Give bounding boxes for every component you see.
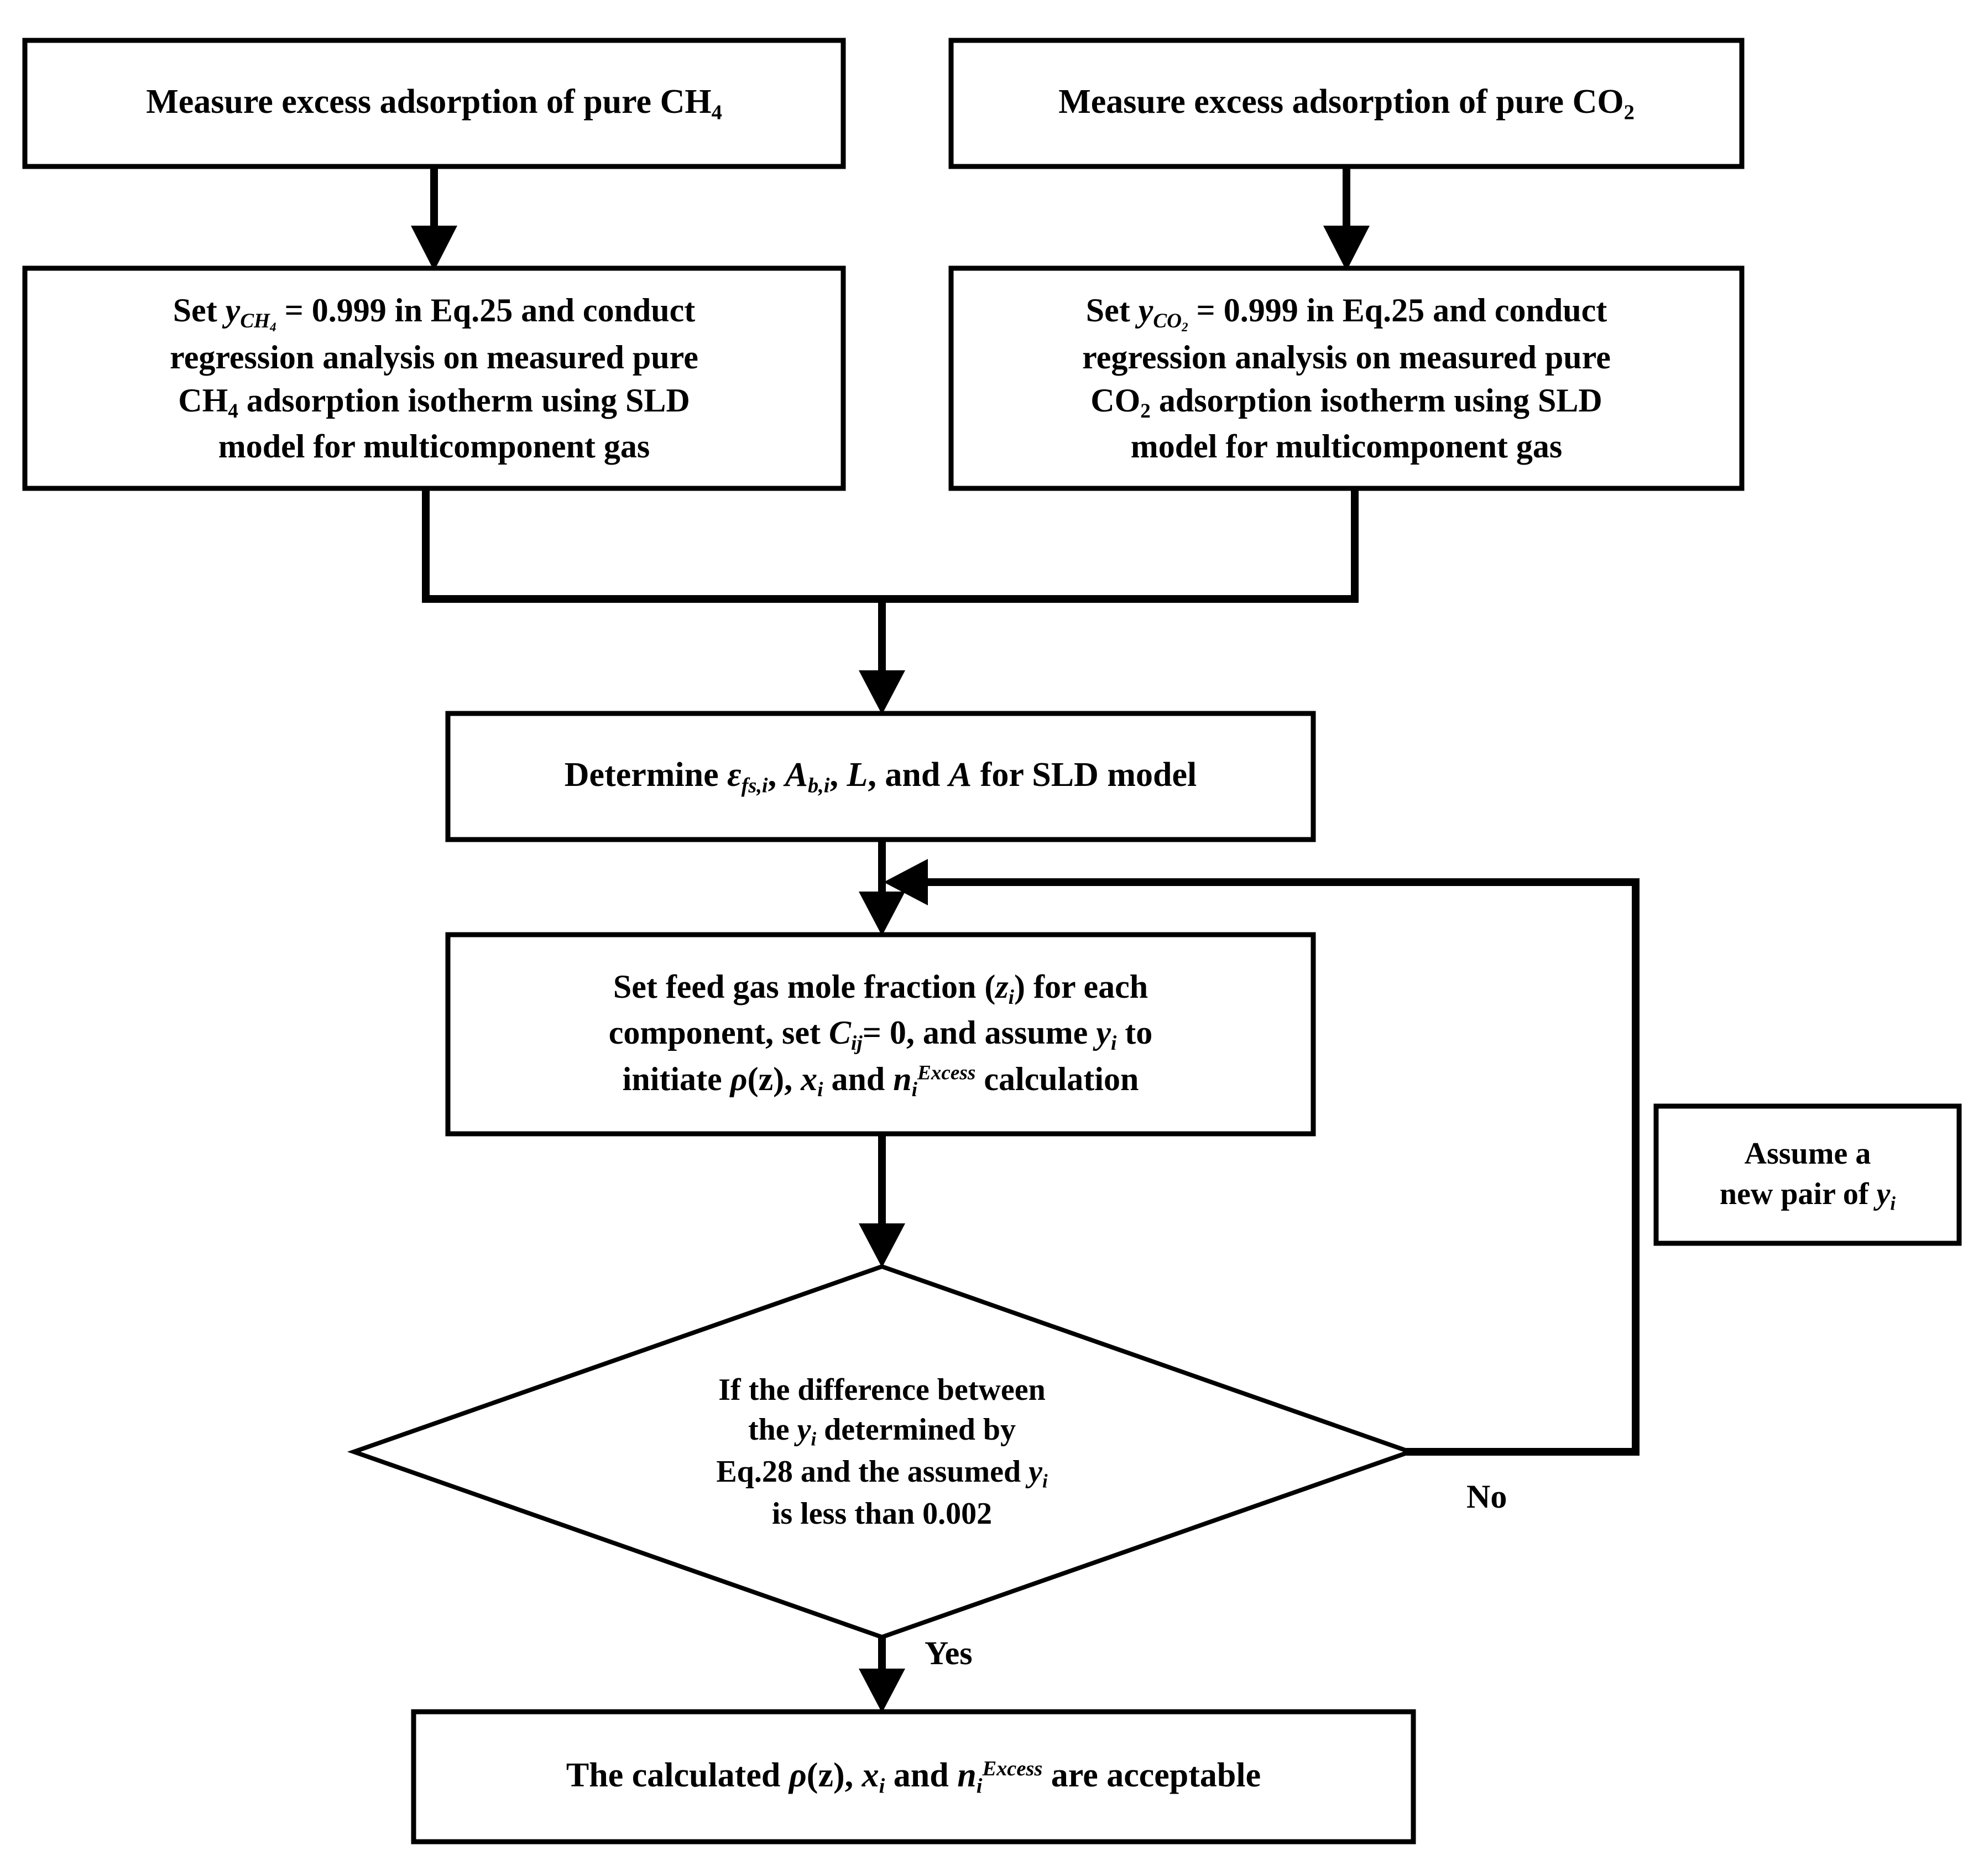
set-ch4-line-2: regression analysis on measured pure: [170, 338, 698, 376]
node-shape-assume-new[interactable]: [1653, 1103, 1962, 1246]
arrowhead-set-co2: [1323, 226, 1370, 271]
node-shape-set-feed[interactable]: [445, 932, 1316, 1137]
result-line-1: The calculated ρ(z), xi and niExcess are…: [566, 1756, 1261, 1798]
arrowhead-set-ch4: [411, 226, 457, 271]
node-label-assume-new: Assume a new pair of yi: [1656, 1106, 1959, 1243]
epsilon-symbol: ε: [727, 756, 742, 794]
arrowhead-decision: [859, 1223, 905, 1268]
set-ch4-y-sub: CH4: [240, 309, 276, 334]
measure-co2-text: Measure excess adsorption of pure CO: [1058, 83, 1624, 121]
node-label-set-co2: Set yCO2 = 0.999 in Eq.25 and conduct re…: [951, 268, 1742, 488]
set-feed-line-3: initiate ρ(z), xi and niExcess calculati…: [622, 1060, 1139, 1101]
node-label-result: The calculated ρ(z), xi and niExcess are…: [414, 1712, 1413, 1842]
set-co2-suffix: = 0.999 in Eq.25 and conduct: [1188, 291, 1607, 329]
set-co2-y-var: y: [1138, 291, 1153, 329]
measure-co2-subscript: 2: [1623, 101, 1635, 124]
arrowhead-set-feed: [859, 892, 905, 936]
measure-co2-line-1: Measure excess adsorption of pure CO2: [1058, 80, 1635, 127]
arrowhead-determine: [859, 670, 905, 715]
measure-ch4-text: Measure excess adsorption of pure CH: [146, 83, 712, 121]
set-ch4-suffix: = 0.999 in Eq.25 and conduct: [276, 291, 696, 329]
node-shape-set-co2[interactable]: [948, 265, 1745, 491]
set-co2-line-3: CO2 adsorption isotherm using SLD: [1090, 382, 1602, 423]
set-co2-line-2: regression analysis on measured pure: [1082, 338, 1611, 376]
edge-label-no: No: [1466, 1478, 1507, 1515]
set-feed-line-1: Set feed gas mole fraction (zi) for each: [613, 968, 1148, 1009]
set-co2-y-sub: CO2: [1153, 309, 1188, 334]
set-ch4-line-3: CH4 adsorption isotherm using SLD: [178, 382, 690, 423]
determine-line-1: Determine εfs,i, Ab,i, L, and A for SLD …: [564, 756, 1197, 798]
node-shape-result[interactable]: [411, 1709, 1416, 1844]
arrowhead-feedback-into-main: [884, 859, 928, 905]
node-label-set-ch4: Set yCH4 = 0.999 in Eq.25 and conduct re…: [25, 268, 843, 488]
assume-new-line-2: new pair of yi: [1719, 1176, 1896, 1215]
set-ch4-line-1: Set yCH4 = 0.999 in Eq.25 and conduct: [173, 289, 696, 336]
arrowhead-result: [859, 1669, 905, 1713]
assume-new-line-1: Assume a: [1744, 1136, 1871, 1171]
measure-ch4-subscript: 4: [711, 101, 722, 124]
set-co2-line-4: model for multicomponent gas: [1130, 428, 1563, 465]
node-label-set-feed: Set feed gas mole fraction (zi) for each…: [448, 935, 1313, 1134]
node-shape-measure-co2[interactable]: [948, 38, 1745, 169]
set-co2-line-1: Set yCO2 = 0.999 in Eq.25 and conduct: [1086, 289, 1607, 336]
node-label-determine: Determine εfs,i, Ab,i, L, and A for SLD …: [448, 713, 1313, 840]
set-ch4-y-var: y: [225, 291, 241, 329]
edge-label-yes: Yes: [925, 1635, 973, 1671]
node-label-measure-ch4: Measure excess adsorption of pure CH4: [25, 40, 843, 166]
rho-symbol: ρ: [730, 1060, 748, 1097]
decision-line-4: is less than 0.002: [771, 1496, 993, 1531]
set-ch4-prefix: Set: [173, 291, 226, 329]
decision-line-2: the yi determined by: [748, 1413, 1016, 1450]
decision-line-3: Eq.28 and the assumed yi: [716, 1455, 1048, 1492]
node-shape-measure-ch4[interactable]: [22, 38, 846, 169]
set-co2-prefix: Set: [1085, 291, 1139, 329]
rho-symbol-result: ρ: [789, 1756, 807, 1794]
set-feed-line-2: component, set Cij= 0, and assume yi to: [608, 1014, 1153, 1055]
measure-ch4-line-1: Measure excess adsorption of pure CH4: [146, 80, 722, 127]
set-ch4-line-4: model for multicomponent gas: [218, 428, 650, 465]
decision-line-1: If the difference between: [718, 1372, 1046, 1407]
node-label-measure-co2: Measure excess adsorption of pure CO2: [951, 40, 1742, 166]
node-label-decision: If the difference between the yi determi…: [578, 1322, 1186, 1582]
